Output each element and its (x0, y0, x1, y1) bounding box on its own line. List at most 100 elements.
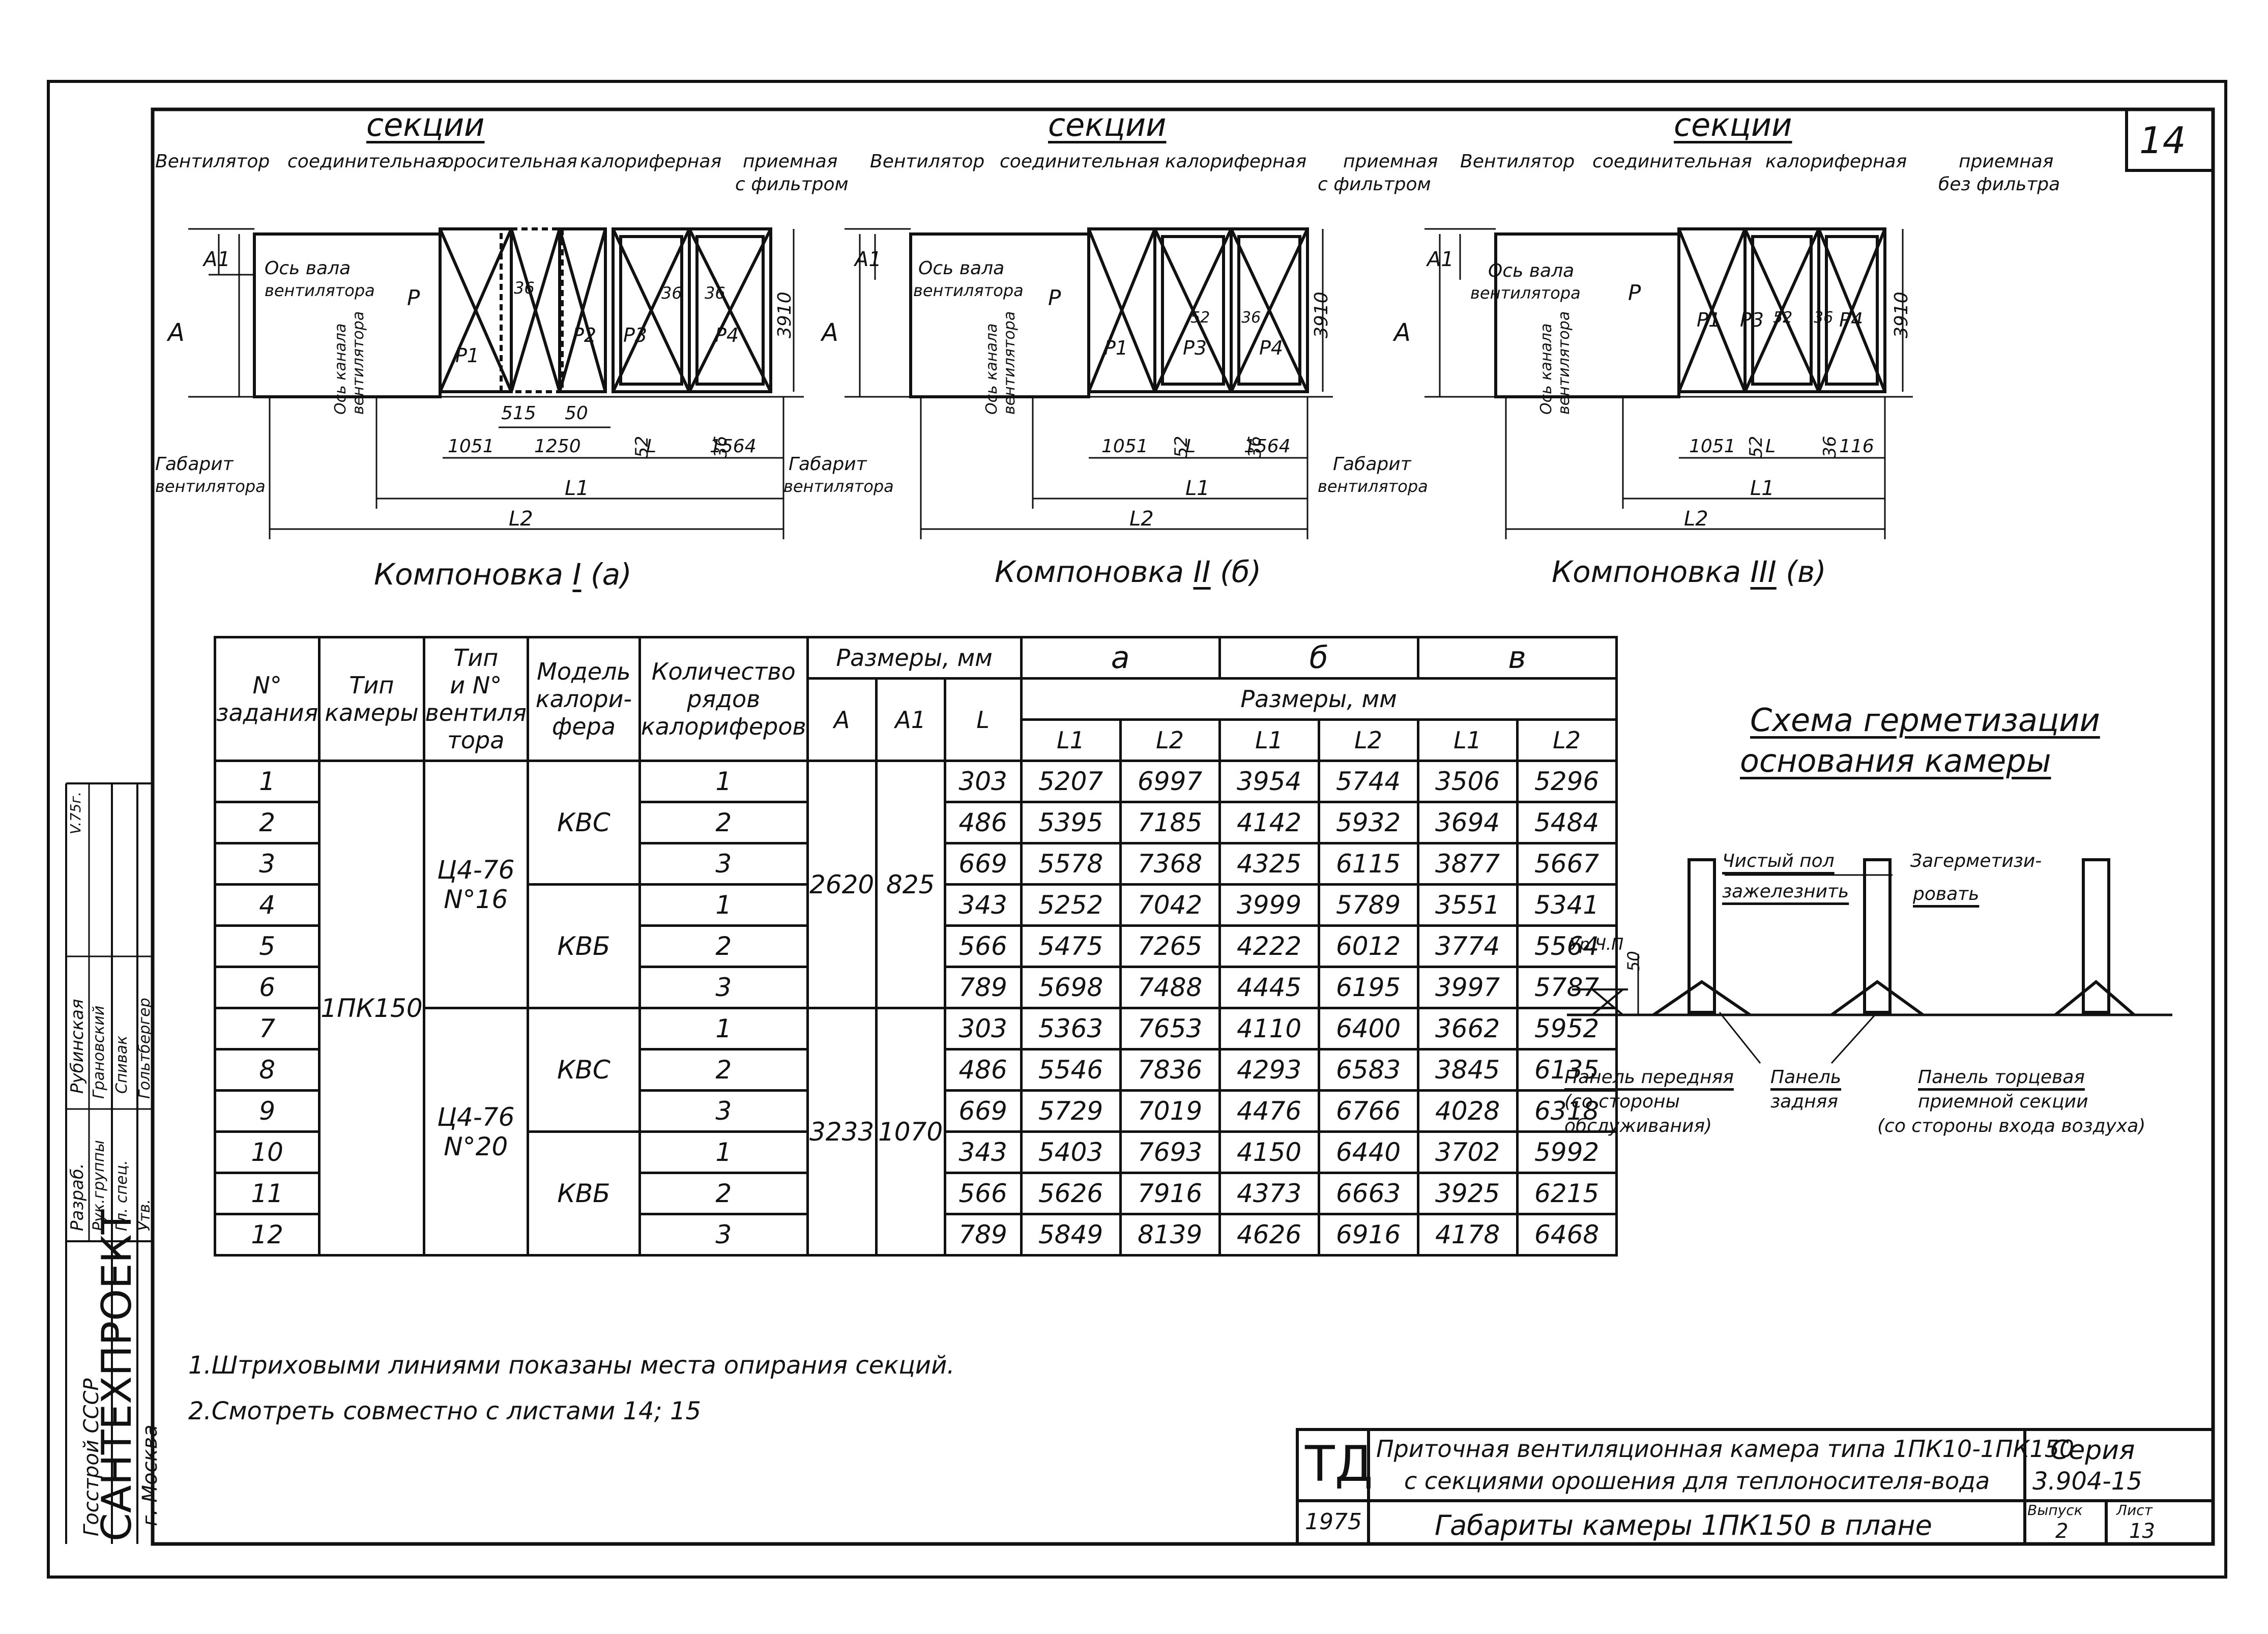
stamp-date: V.75г. (67, 791, 84, 834)
title-sheet-label: Лист (2116, 1502, 2153, 1519)
table-cell: 3 (638, 966, 809, 1009)
table-cell: 5403 (1020, 1130, 1122, 1174)
layout-1-sym-p: Р (407, 285, 420, 310)
table-cell: 3 (213, 842, 321, 886)
layout-2-axis-fan-2: вентилятора (913, 281, 1024, 300)
table-cell: 789 (943, 966, 1023, 1009)
layout-2-sym-a1: А1 (855, 248, 882, 271)
table-cell: 2 (213, 801, 321, 844)
table-cell: 486 (943, 801, 1023, 844)
table-cell: 2 (638, 801, 809, 844)
layout-3-sym-a1: А1 (1427, 248, 1454, 271)
hdr-A: А (806, 677, 878, 762)
layout-2-title-text: Компоновка (995, 555, 1184, 589)
table-cell: 3 (638, 842, 809, 886)
seal-note-1: Загерметизи- (1910, 851, 2042, 871)
layout-2-label-fan: Вентилятор (870, 151, 985, 172)
page-number: 14 (2139, 119, 2186, 162)
table-cell: 3 (638, 1213, 809, 1257)
table-cell: 7265 (1119, 924, 1221, 968)
layout-3-dim-52: 52 (1746, 435, 1766, 458)
table-cell: 789 (943, 1213, 1023, 1257)
table-cell: 5667 (1516, 842, 1618, 886)
layout-3-numeral: III (1750, 555, 1777, 589)
panel-end-3: (со стороны входа воздуха) (1877, 1116, 2146, 1136)
A-cell-2: 3233 (806, 1007, 878, 1257)
panel-rear-2: задняя (1770, 1091, 1838, 1112)
table-cell: 7 (213, 1007, 321, 1051)
table-cell: 7019 (1119, 1089, 1221, 1133)
table-cell: 5 (213, 924, 321, 968)
table-cell: 6997 (1119, 760, 1221, 803)
table-cell: 5992 (1516, 1130, 1618, 1174)
table-cell: 12 (213, 1213, 321, 1257)
hdr-b: б (1218, 636, 1419, 680)
table-cell: 5698 (1020, 966, 1122, 1009)
title-sheet: 13 (2129, 1520, 2155, 1543)
hdr-v: в (1416, 636, 1618, 680)
table-cell: 5296 (1516, 760, 1618, 803)
table-cell: 4373 (1218, 1172, 1320, 1215)
layout-2-sym-p4: Р4 (1259, 337, 1284, 359)
table-cell: 8139 (1119, 1213, 1221, 1257)
table-cell: 343 (943, 883, 1023, 927)
layout-1-sections-heading: секции (366, 106, 485, 143)
table-cell: 11 (213, 1172, 321, 1215)
table-cell: 343 (943, 1130, 1023, 1174)
layout-3-dim-l1: L1 (1750, 477, 1775, 500)
header-text: вентиля (425, 699, 527, 726)
table-cell: 7488 (1119, 966, 1221, 1009)
layout-3-axis-channel-2: вентилятора (1555, 311, 1573, 415)
sealing-title-1: Схема герметизации (1750, 702, 2100, 739)
title-issue: 2 (2055, 1520, 2069, 1543)
table-cell: 6916 (1317, 1213, 1419, 1257)
hdr-v-l2: L2 (1516, 718, 1618, 762)
table-cell: 3925 (1416, 1172, 1519, 1215)
A1-cell-2: 1070 (875, 1007, 946, 1257)
table-cell: 566 (943, 924, 1023, 968)
table-cell: 9 (213, 1089, 321, 1133)
layout-2-axis-channel-1: Ось канала (983, 323, 1001, 415)
table-cell: 8 (213, 1048, 321, 1092)
table-cell: 1 (638, 760, 809, 803)
layout-2-numeral: II (1193, 555, 1211, 589)
title-line-1: Приточная вентиляционная камера типа 1ПК… (1376, 1435, 2075, 1463)
table-cell: 5484 (1516, 801, 1618, 844)
panel-front-2: (со стороны (1564, 1091, 1680, 1112)
header-text: N° (252, 672, 282, 699)
layout-2-diagram (845, 227, 1333, 539)
stamp-role-3: Гл. спец. (113, 1160, 131, 1231)
table-cell: 3506 (1416, 760, 1519, 803)
layout-3-dim-3910: 3910 (1891, 291, 1912, 338)
title-series: 3.904-15 (2032, 1467, 2142, 1496)
layout-1-envelope-1: Габарит (155, 454, 234, 475)
table-cell: 3954 (1218, 760, 1320, 803)
layout-1-label-intake: приемная (743, 151, 838, 172)
title-line-2: с секциями орошения для теплоносителя-во… (1404, 1467, 1990, 1495)
table-cell: 3694 (1416, 801, 1519, 844)
hdr-b-l1: L1 (1218, 718, 1320, 762)
table-cell: 6 (213, 966, 321, 1009)
layout-2-sym-p: Р (1048, 285, 1061, 310)
table-cell: 1 (213, 760, 321, 803)
layout-3-envelope-2: вентилятора (1318, 477, 1428, 496)
table-cell: 10 (213, 1130, 321, 1174)
note-1: 1.Штриховыми линиями показаны места опир… (188, 1351, 955, 1380)
table-cell: 3551 (1416, 883, 1519, 927)
table-cell: 6400 (1317, 1007, 1419, 1051)
layout-2-label-heater: калориферная (1165, 151, 1307, 172)
layout-1-label-fan: Вентилятор (155, 151, 270, 172)
seal-note-2: ровать (1913, 884, 1980, 904)
table-cell: 4142 (1218, 801, 1320, 844)
layout-1-dim-l1: L1 (565, 477, 589, 500)
table-cell: 5789 (1317, 883, 1419, 927)
table-cell: 5341 (1516, 883, 1618, 927)
